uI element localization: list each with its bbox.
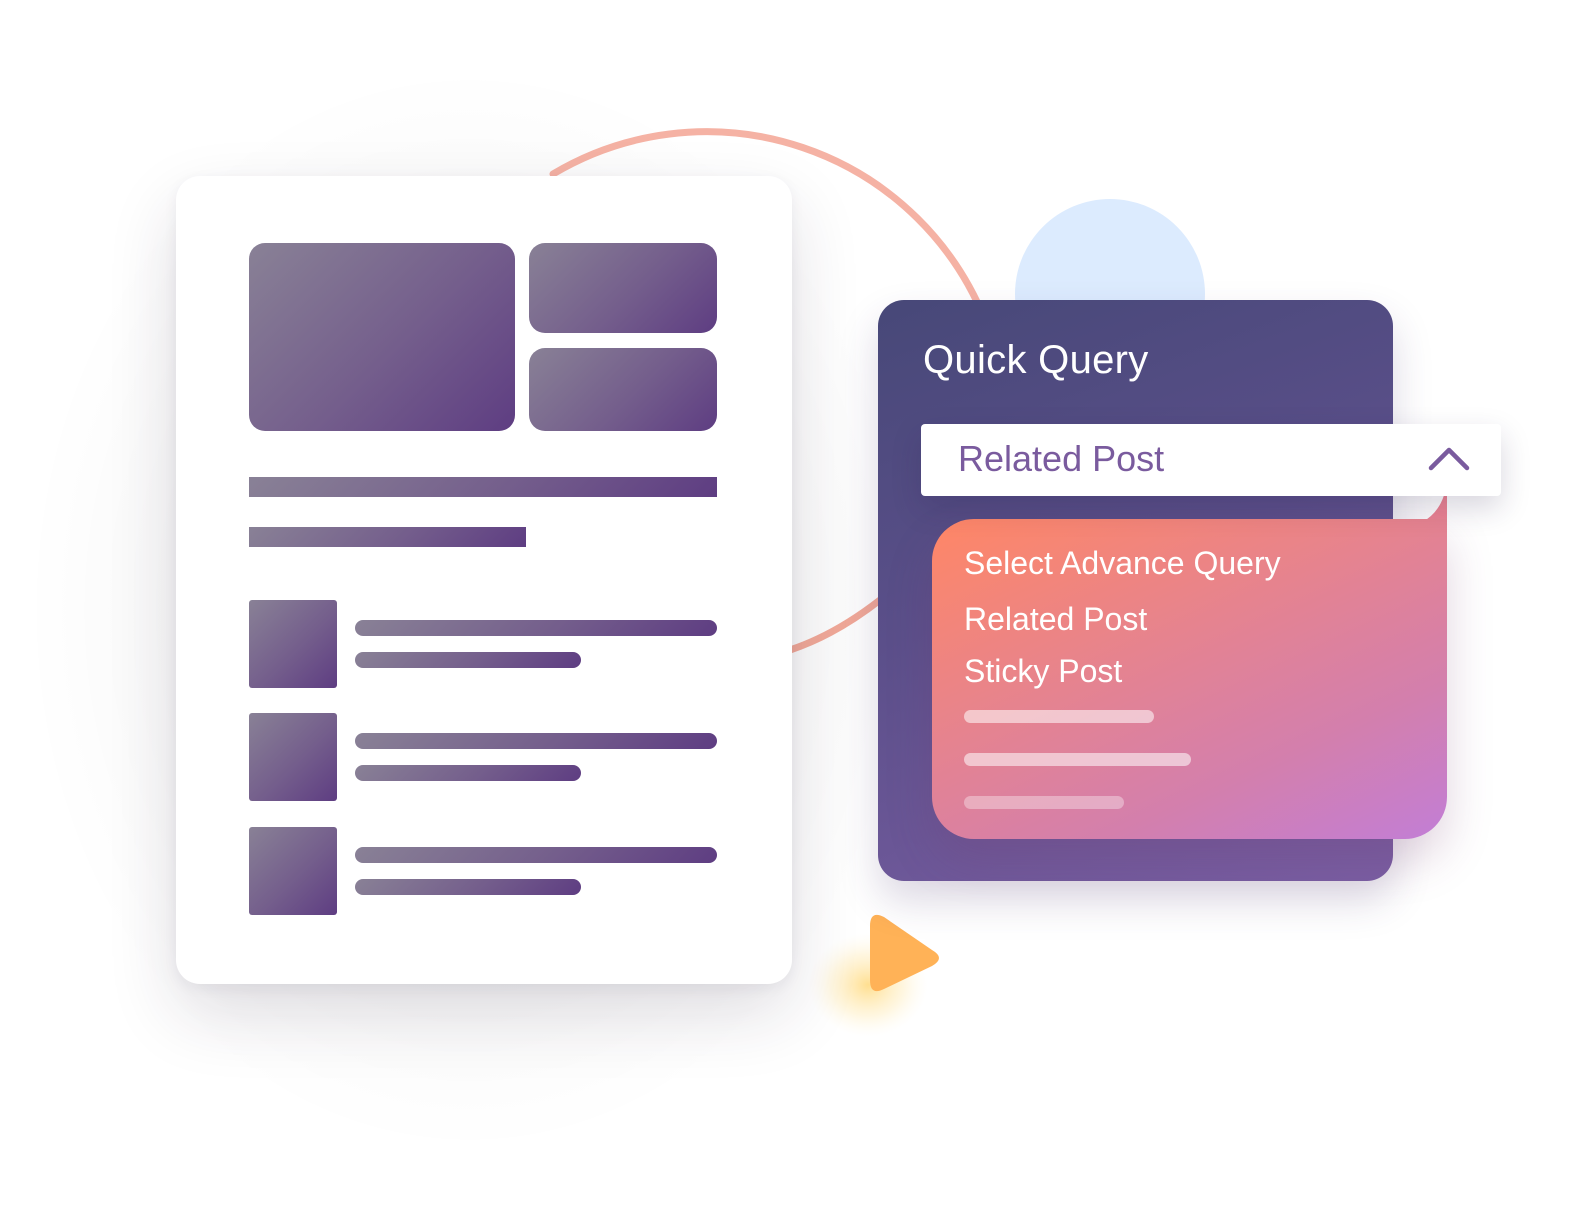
option-select-advance-query[interactable]: Select Advance Query	[964, 545, 1281, 581]
list-item-line	[355, 879, 581, 895]
list-item-line	[355, 733, 717, 749]
orange-arc-lower	[786, 596, 884, 654]
hero-image-main	[249, 243, 515, 431]
option-placeholder-bar	[964, 753, 1191, 766]
orange-arc	[549, 128, 989, 324]
hero-image-side-top	[529, 243, 717, 333]
selected-query-value: Related Post	[958, 438, 1165, 479]
list-item-line	[355, 847, 717, 863]
hero-image-side-bottom	[529, 348, 717, 431]
quick-query-title: Quick Query	[923, 338, 1149, 382]
chevron-up-icon[interactable]	[1427, 444, 1471, 474]
title-placeholder-bar	[249, 477, 717, 497]
query-type-select[interactable]: Related Post	[921, 424, 1501, 496]
list-item-thumbnail	[249, 600, 337, 688]
option-sticky-post[interactable]: Sticky Post	[964, 653, 1123, 689]
query-options-dropdown: Select Advance Query Related Post Sticky…	[932, 519, 1447, 839]
document-card	[176, 176, 792, 984]
option-placeholder-bar	[964, 796, 1124, 809]
list-item-line	[355, 765, 581, 781]
subtitle-placeholder-bar	[249, 527, 526, 547]
list-item-line	[355, 620, 717, 636]
list-item-thumbnail	[249, 827, 337, 915]
option-placeholder-bar	[964, 710, 1154, 723]
option-related-post[interactable]: Related Post	[964, 601, 1148, 637]
list-item-line	[355, 652, 581, 668]
dropdown-notch	[1397, 480, 1447, 530]
play-icon[interactable]	[870, 914, 939, 992]
list-item-thumbnail	[249, 713, 337, 801]
